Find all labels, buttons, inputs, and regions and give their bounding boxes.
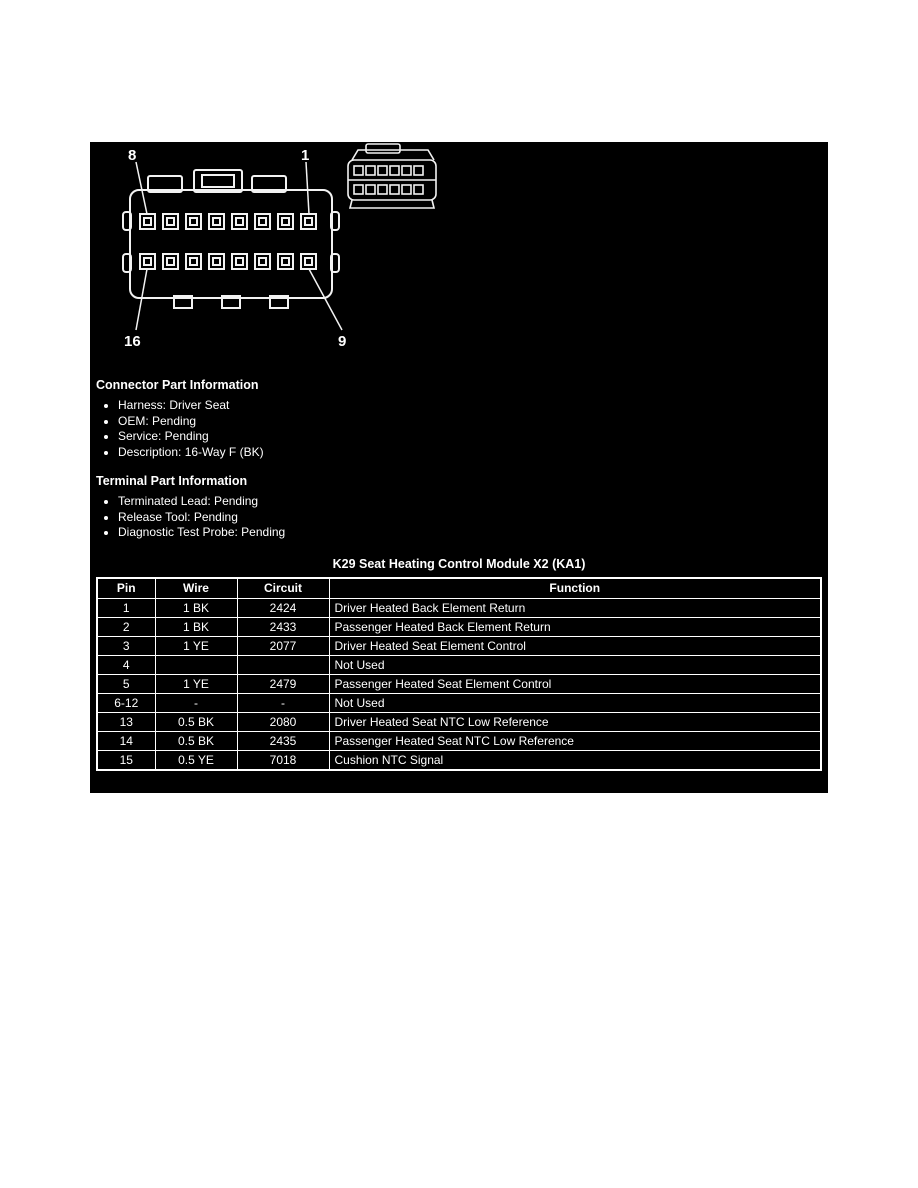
terminal-part-information-list: Terminated Lead: Pending Release Tool: P… bbox=[118, 494, 824, 541]
circuit-cell: 2433 bbox=[236, 617, 330, 637]
pin-cell: 2 bbox=[96, 617, 156, 637]
pin-cell: 1 bbox=[96, 598, 156, 618]
pinout-section: K29 Seat Heating Control Module X2 (KA1)… bbox=[90, 557, 828, 771]
list-item: Terminated Lead: Pending bbox=[118, 494, 824, 510]
wire-cell: 1 YE bbox=[154, 674, 238, 694]
function-cell: Driver Heated Seat Element Control bbox=[328, 636, 822, 656]
function-cell: Driver Heated Back Element Return bbox=[328, 598, 822, 618]
circuit-cell: 2077 bbox=[236, 636, 330, 656]
circuit-cell: - bbox=[236, 693, 330, 713]
table-row: 5 1 YE 2479 Passenger Heated Seat Elemen… bbox=[96, 674, 822, 694]
pin-cell: 6-12 bbox=[96, 693, 156, 713]
circuit-cell: 2080 bbox=[236, 712, 330, 732]
connector-diagram: 8 1 16 9 bbox=[90, 142, 828, 364]
table-row: 6-12 - - Not Used bbox=[96, 693, 822, 713]
table-row: 1 1 BK 2424 Driver Heated Back Element R… bbox=[96, 598, 822, 618]
part-information: Connector Part Information Harness: Driv… bbox=[90, 378, 828, 541]
function-cell: Not Used bbox=[328, 693, 822, 713]
column-header-pin: Pin bbox=[96, 577, 156, 599]
connector-part-information-list: Harness: Driver Seat OEM: Pending Servic… bbox=[118, 398, 824, 460]
list-item: OEM: Pending bbox=[118, 414, 824, 430]
table-row: 15 0.5 YE 7018 Cushion NTC Signal bbox=[96, 750, 822, 770]
table-row: 2 1 BK 2433 Passenger Heated Back Elemen… bbox=[96, 617, 822, 637]
table-row: 3 1 YE 2077 Driver Heated Seat Element C… bbox=[96, 636, 822, 656]
circuit-cell: 2479 bbox=[236, 674, 330, 694]
wire-cell: 1 BK bbox=[154, 617, 238, 637]
function-cell: Cushion NTC Signal bbox=[328, 750, 822, 770]
terminal-part-information-title: Terminal Part Information bbox=[96, 474, 248, 488]
wire-cell: - bbox=[154, 693, 238, 713]
list-item: Description: 16-Way F (BK) bbox=[118, 445, 824, 461]
circuit-cell: 2435 bbox=[236, 731, 330, 751]
pinout-table: Pin Wire Circuit Function 1 1 BK 2424 Dr… bbox=[96, 576, 822, 771]
list-item: Harness: Driver Seat bbox=[118, 398, 824, 414]
table-row: 4 Not Used bbox=[96, 655, 822, 675]
column-header-circuit: Circuit bbox=[236, 577, 330, 599]
function-cell: Driver Heated Seat NTC Low Reference bbox=[328, 712, 822, 732]
table-row: 13 0.5 BK 2080 Driver Heated Seat NTC Lo… bbox=[96, 712, 822, 732]
wire-cell: 0.5 YE bbox=[154, 750, 238, 770]
connector-diagram-graphic: 8 1 16 9 bbox=[122, 143, 437, 350]
column-header-wire: Wire bbox=[154, 577, 238, 599]
function-cell: Not Used bbox=[328, 655, 822, 675]
column-header-function: Function bbox=[328, 577, 822, 599]
list-item: Diagnostic Test Probe: Pending bbox=[118, 525, 824, 541]
pin-cell: 3 bbox=[96, 636, 156, 656]
pin-label-1: 1 bbox=[301, 147, 309, 164]
pin-label-8: 8 bbox=[128, 147, 136, 164]
pin-label-9: 9 bbox=[338, 333, 346, 350]
pin-cell: 14 bbox=[96, 731, 156, 751]
function-cell: Passenger Heated Seat NTC Low Reference bbox=[328, 731, 822, 751]
wire-cell bbox=[154, 655, 238, 675]
connector-info-panel: 8 1 16 9 Connector Part Information Harn… bbox=[90, 142, 828, 793]
table-row: 14 0.5 BK 2435 Passenger Heated Seat NTC… bbox=[96, 731, 822, 751]
circuit-cell bbox=[236, 655, 330, 675]
function-cell: Passenger Heated Seat Element Control bbox=[328, 674, 822, 694]
function-cell: Passenger Heated Back Element Return bbox=[328, 617, 822, 637]
pin-cell: 13 bbox=[96, 712, 156, 732]
wire-cell: 1 YE bbox=[154, 636, 238, 656]
pin-cell: 15 bbox=[96, 750, 156, 770]
wire-cell: 1 BK bbox=[154, 598, 238, 618]
pinout-table-title: K29 Seat Heating Control Module X2 (KA1) bbox=[332, 556, 586, 571]
wire-cell: 0.5 BK bbox=[154, 712, 238, 732]
circuit-cell: 7018 bbox=[236, 750, 330, 770]
wire-cell: 0.5 BK bbox=[154, 731, 238, 751]
pin-label-16: 16 bbox=[124, 333, 141, 350]
pin-cell: 5 bbox=[96, 674, 156, 694]
connector-part-information-title: Connector Part Information bbox=[96, 378, 259, 392]
pin-cell: 4 bbox=[96, 655, 156, 675]
circuit-cell: 2424 bbox=[236, 598, 330, 618]
list-item: Service: Pending bbox=[118, 429, 824, 445]
table-header-row: Pin Wire Circuit Function bbox=[96, 577, 822, 599]
list-item: Release Tool: Pending bbox=[118, 510, 824, 526]
